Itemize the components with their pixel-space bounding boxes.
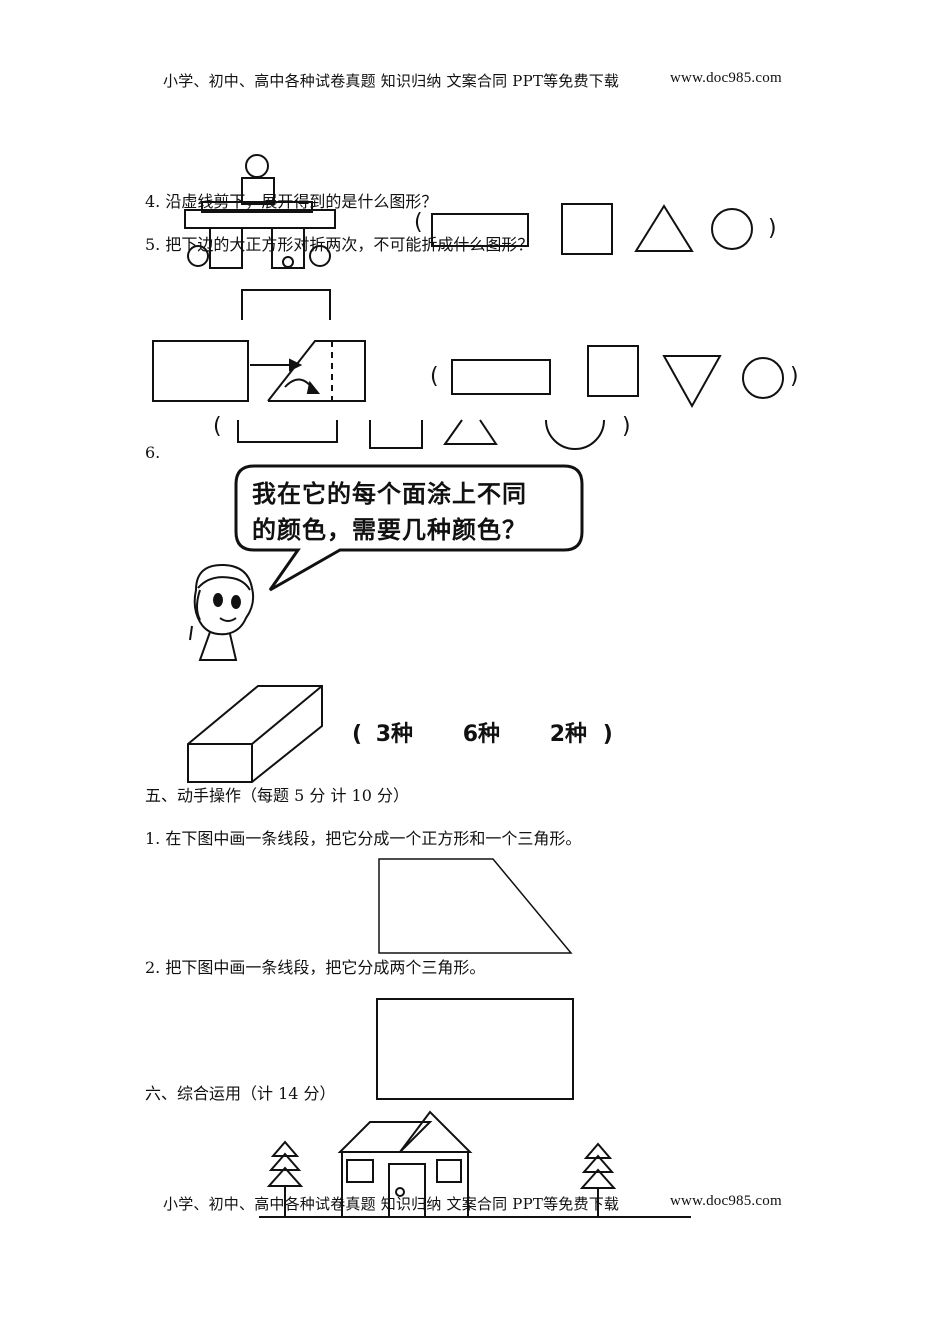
- question-6: 6.: [145, 443, 161, 462]
- bubble-line-1: 我在它的每个面涂上不同: [252, 480, 527, 508]
- page-footer: 小学、初中、高中各种试卷真题 知识归纳 文案合同 PPT等免费下载: [163, 1193, 619, 1214]
- trapezoid-figure: [375, 855, 575, 957]
- q6-paren-open: (: [352, 722, 363, 747]
- cuboid-figure: [182, 682, 332, 786]
- q4-option-square: [562, 204, 612, 254]
- q6-choices: ( 3种 6种 2种 ): [352, 716, 613, 748]
- q5-cropped-row: [230, 420, 630, 452]
- q6-choice-c: 2种: [549, 722, 588, 747]
- q4-option-rectangle: [432, 214, 528, 246]
- q5-options: [448, 342, 798, 412]
- section-5-title: 五、动手操作（每题 5 分 计 10 分）: [145, 786, 409, 805]
- header-text: 小学、初中、高中各种试卷真题 知识归纳 文案合同 PPT等免费下载: [163, 72, 620, 90]
- speech-bubble: [230, 462, 590, 597]
- section-5-q2: 2. 把下图中画一条线段，把它分成两个三角形。: [145, 958, 486, 977]
- footer-text: 小学、初中、高中各种试卷真题 知识归纳 文案合同 PPT等免费下载: [163, 1195, 620, 1213]
- q5-option-square: [588, 346, 638, 396]
- girl-cartoon: [180, 560, 260, 665]
- q4-paren-open: (: [414, 210, 423, 235]
- q6-choice-a: 3种: [375, 722, 414, 747]
- q5-option-rectangle: [452, 360, 550, 394]
- q5-row2-paren-open: (: [213, 414, 222, 439]
- q5-option-circle: [743, 358, 783, 398]
- footer-url: www.doc985.com: [670, 1193, 782, 1209]
- q5-paren-close: ): [790, 364, 799, 389]
- q5-row2-paren-close: ): [622, 414, 631, 439]
- header-url: www.doc985.com: [670, 70, 782, 86]
- q5-option-triangle: [664, 356, 720, 406]
- bubble-line-2: 的颜色，需要几种颜色？: [252, 516, 527, 544]
- q4-unfolded-figure: [180, 150, 340, 275]
- section-5-q1: 1. 在下图中画一条线段，把它分成一个正方形和一个三角形。: [145, 829, 582, 848]
- q5-folding-figure: [150, 285, 380, 455]
- house-scene: [255, 1108, 695, 1223]
- question-4: 4. 沿虚线剪下，展开得到的是什么图形？: [145, 192, 438, 211]
- page-header: 小学、初中、高中各种试卷真题 知识归纳 文案合同 PPT等免费下载: [163, 70, 619, 91]
- rectangle-figure: [374, 996, 576, 1102]
- q4-options: [430, 200, 780, 260]
- q6-choice-b: 6种: [462, 722, 501, 747]
- q4-paren-close: ): [768, 216, 777, 241]
- q4-option-circle: [712, 209, 752, 249]
- question-5: 5. 把下边的大正方形对折两次，不可能折成什么图形？: [145, 235, 534, 254]
- q4-option-triangle: [636, 206, 692, 251]
- q5-paren-open: (: [430, 364, 439, 389]
- bubble-text: 我在它的每个面涂上不同 的颜色，需要几种颜色？: [252, 476, 527, 548]
- section-6-title: 六、综合运用（计 14 分）: [145, 1084, 336, 1103]
- q6-paren-close: ): [602, 722, 613, 747]
